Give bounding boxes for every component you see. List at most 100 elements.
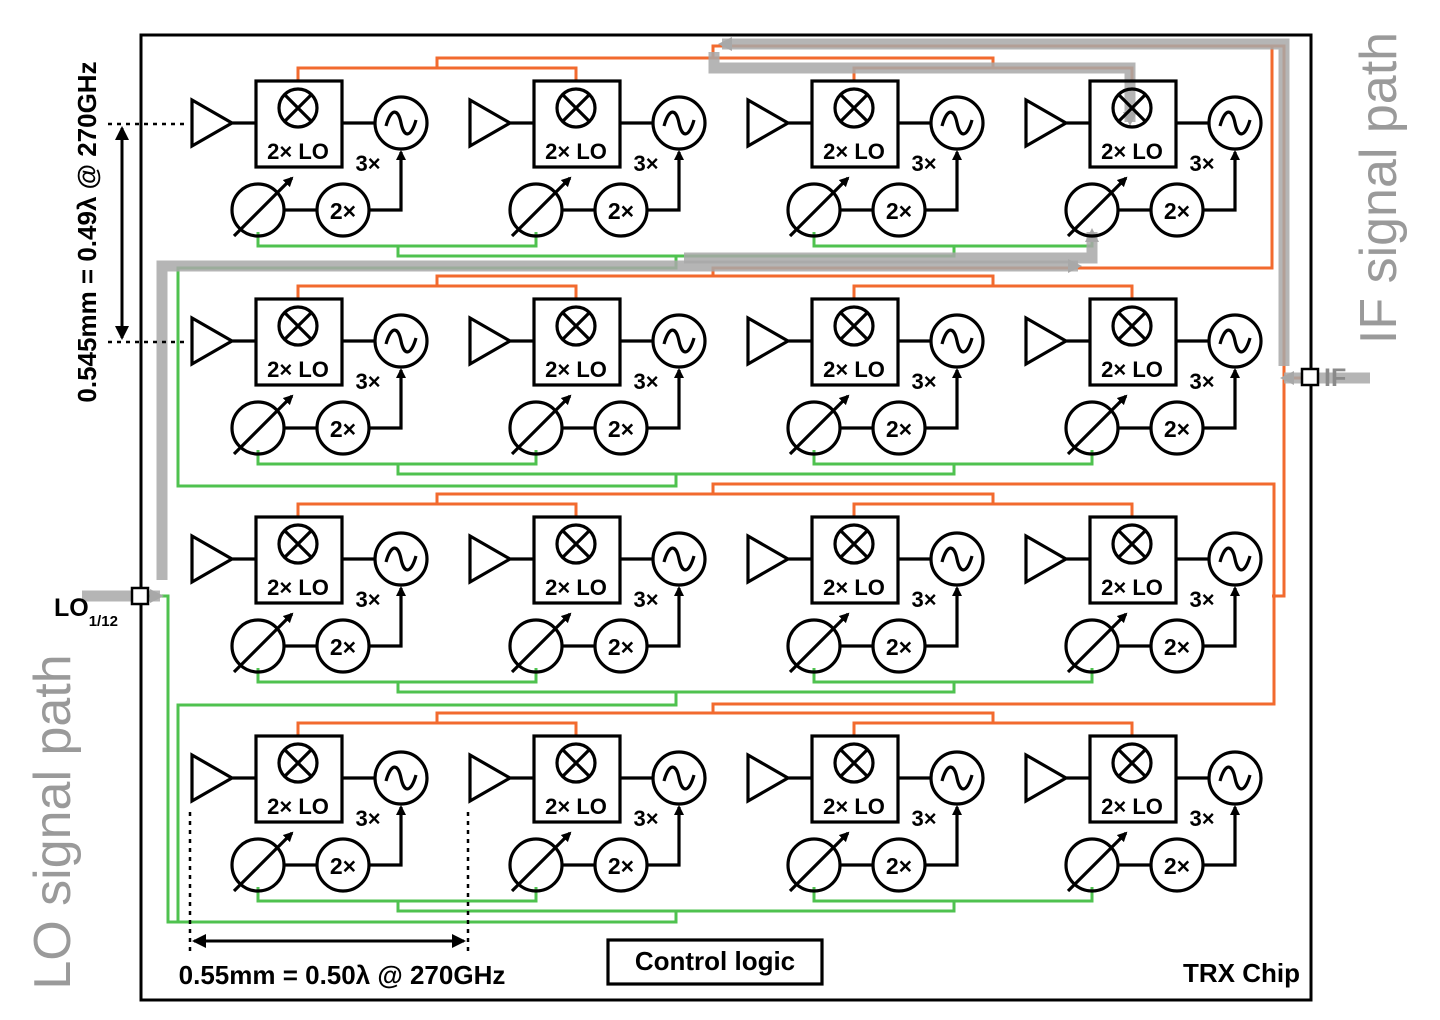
chip-name: TRX Chip <box>1183 958 1300 988</box>
chip-outline <box>139 33 1313 1002</box>
antenna-icon <box>190 533 256 585</box>
antenna-icon <box>468 315 534 367</box>
vertical-dimension-label: 0.545mm = 0.49λ @ 270GHz <box>72 61 102 402</box>
multiplier-x3-label: 3× <box>633 369 658 394</box>
phase-shifter-icon <box>230 176 294 238</box>
oscillator-icon <box>373 750 429 806</box>
lo-trace-pair <box>812 450 1094 466</box>
multiplier-x3-label: 3× <box>1189 806 1214 831</box>
svg-text:LO1/12: LO1/12 <box>54 594 118 630</box>
multiplier-x3-label: 3× <box>633 587 658 612</box>
doubler-label: 2× <box>330 853 356 879</box>
oscillator-icon <box>929 313 985 369</box>
mixer-icon <box>555 742 597 784</box>
antenna-icon <box>1024 533 1090 585</box>
mixer-lo-label: 2× LO <box>267 357 329 382</box>
phase-shifter-icon <box>508 394 572 456</box>
antenna-icon <box>468 533 534 585</box>
oscillator-icon <box>651 750 707 806</box>
mixer-lo-label: 2× LO <box>1101 139 1163 164</box>
oscillator-icon <box>1207 531 1263 587</box>
control-logic-label: Control logic <box>635 946 795 976</box>
horizontal-dimension: 0.55mm = 0.50λ @ 270GHz <box>179 812 506 990</box>
antenna-icon <box>1024 315 1090 367</box>
antenna-icon <box>190 752 256 804</box>
mixer-icon <box>277 87 319 129</box>
doubler-label: 2× <box>608 634 634 660</box>
mixer-lo-label: 2× LO <box>267 794 329 819</box>
doubler-icon: 2× <box>315 618 371 674</box>
if-trace-pair <box>852 721 1134 735</box>
doubler-icon: 2× <box>871 400 927 456</box>
phase-shifter-icon <box>230 394 294 456</box>
phase-shifter-icon <box>786 394 850 456</box>
lo-port-label: LO <box>54 594 89 622</box>
oscillator-icon <box>373 313 429 369</box>
mixer-lo-label: 2× LO <box>545 139 607 164</box>
doubler-to-osc-arrow <box>370 805 406 867</box>
if-trace-row-link <box>435 274 995 286</box>
mixer-lo-label: 2× LO <box>545 575 607 600</box>
doubler-label: 2× <box>886 853 912 879</box>
mixer-icon <box>277 305 319 347</box>
lo-trace-row-link <box>396 682 956 694</box>
multiplier-x3-label: 3× <box>633 806 658 831</box>
oscillator-icon <box>373 95 429 151</box>
doubler-label: 2× <box>608 853 634 879</box>
multiplier-x3-label: 3× <box>911 587 936 612</box>
oscillator-icon <box>651 95 707 151</box>
phase-shifter-icon <box>786 612 850 674</box>
doubler-label: 2× <box>330 634 356 660</box>
multiplier-x3-label: 3× <box>355 151 380 176</box>
lo-trace-row <box>256 887 1094 913</box>
multiplier-x3-label: 3× <box>1189 369 1214 394</box>
if-port-label: IF <box>1324 364 1346 392</box>
oscillator-icon <box>373 531 429 587</box>
doubler-to-osc-arrow <box>926 150 962 212</box>
antenna-icon <box>468 97 534 149</box>
doubler-label: 2× <box>886 634 912 660</box>
antenna-icon <box>468 752 534 804</box>
if-trace-pair <box>296 721 578 735</box>
multiplier-x3-label: 3× <box>911 151 936 176</box>
if-port-pad <box>1300 367 1320 387</box>
lo-trace-pair <box>256 887 538 903</box>
if-trace-pair <box>852 502 1134 516</box>
mixer-lo-label: 2× LO <box>823 357 885 382</box>
doubler-to-osc-arrow <box>1204 586 1240 648</box>
doubler-label: 2× <box>886 416 912 442</box>
mixer-icon <box>555 523 597 565</box>
phase-shifter-icon <box>508 831 572 893</box>
oscillator-icon <box>651 313 707 369</box>
doubler-icon: 2× <box>593 837 649 893</box>
doubler-icon: 2× <box>315 400 371 456</box>
oscillator-icon <box>1207 750 1263 806</box>
multiplier-x3-label: 3× <box>1189 587 1214 612</box>
antenna-icon <box>746 315 812 367</box>
doubler-to-osc-arrow <box>926 586 962 648</box>
if-trace-pair <box>296 66 578 80</box>
phase-shifter-icon <box>786 831 850 893</box>
multiplier-x3-label: 3× <box>633 151 658 176</box>
doubler-icon: 2× <box>593 618 649 674</box>
doubler-icon: 2× <box>871 618 927 674</box>
antenna-icon <box>746 752 812 804</box>
phase-shifter-icon <box>230 612 294 674</box>
doubler-icon: 2× <box>1149 837 1205 893</box>
mixer-lo-label: 2× LO <box>1101 575 1163 600</box>
lo-signal-path-label: LO signal path <box>24 654 82 989</box>
doubler-icon: 2× <box>315 182 371 238</box>
lo-trace-row <box>256 450 1094 476</box>
doubler-icon: 2× <box>871 182 927 238</box>
if-trace-pair <box>296 284 578 298</box>
lo-trace-pair <box>812 668 1094 684</box>
horizontal-dimension-label: 0.55mm = 0.50λ @ 270GHz <box>179 960 506 990</box>
